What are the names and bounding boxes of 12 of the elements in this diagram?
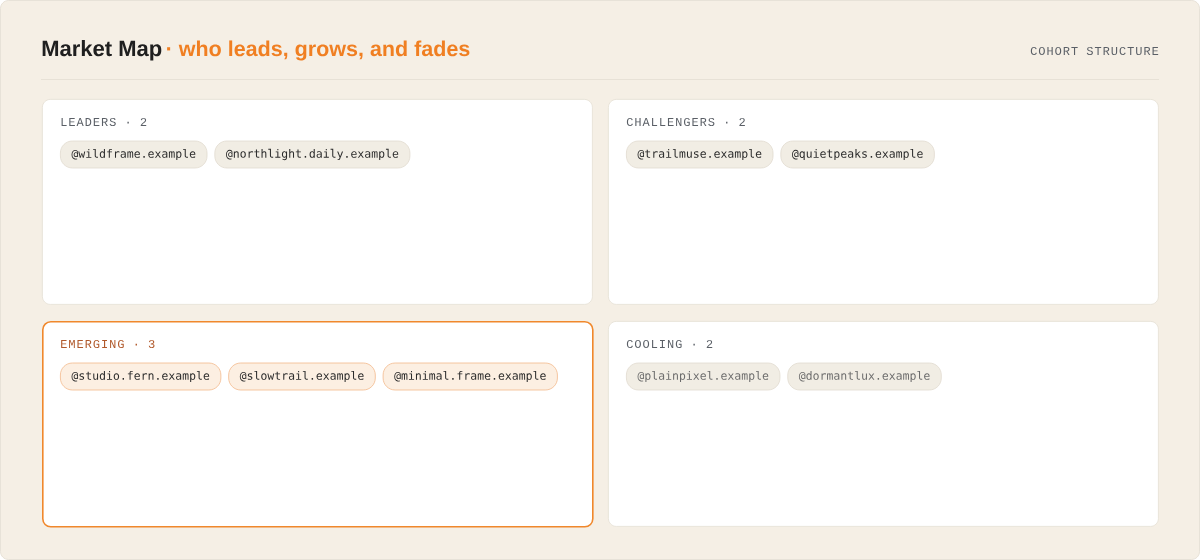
title: Market Map: [42, 40, 162, 61]
subtitle: · who leads, grows, and fades: [167, 40, 470, 61]
handle-tag: @trailmuse.example: [626, 140, 774, 169]
section-label: COHORT STRUCTURE: [1030, 46, 1159, 56]
handle-tag: @plainpixel.example: [626, 362, 781, 391]
handle-tag: @minimal.frame.example: [382, 362, 558, 391]
handle-tag: @northlight.daily.example: [214, 140, 411, 169]
handle-tag: @wildframe.example: [60, 140, 208, 169]
handle-tag: @dormantlux.example: [787, 362, 942, 391]
handle-tag: @quietpeaks.example: [780, 140, 935, 169]
handle-tag: @slowtrail.example: [228, 362, 376, 391]
handle-tag: @studio.fern.example: [60, 362, 222, 391]
